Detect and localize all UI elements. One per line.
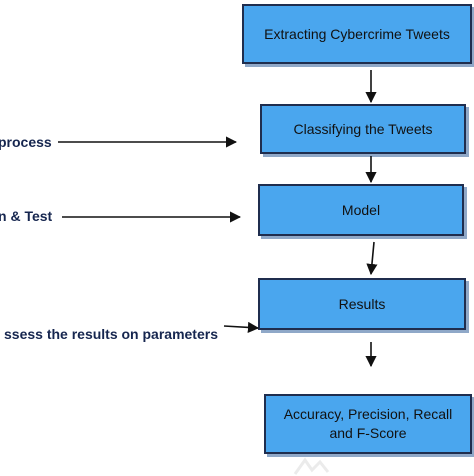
classify-tweets-box: Classifying the Tweets <box>260 104 466 154</box>
results-box: Results <box>258 278 466 330</box>
model-box: Model <box>258 184 464 236</box>
classify-tweets-label: Classifying the Tweets <box>293 120 433 137</box>
watermark-mark <box>293 457 330 475</box>
arrow-assess <box>223 321 260 333</box>
preprocess-label: process <box>0 134 52 150</box>
metrics-label: Accuracy, Precision, Recall and F-Score <box>283 406 453 441</box>
arrow-model-to-results <box>366 241 378 276</box>
assess-label: ssess the results on parameters <box>4 326 218 342</box>
train-test-label: n & Test <box>0 208 53 224</box>
extract-tweets-label: Extracting Cybercrime Tweets <box>264 25 450 42</box>
metrics-box: Accuracy, Precision, Recall and F-Score <box>264 394 472 454</box>
model-label: Model <box>341 201 381 218</box>
results-label: Results <box>338 295 386 312</box>
extract-tweets-box: Extracting Cybercrime Tweets <box>242 4 472 64</box>
